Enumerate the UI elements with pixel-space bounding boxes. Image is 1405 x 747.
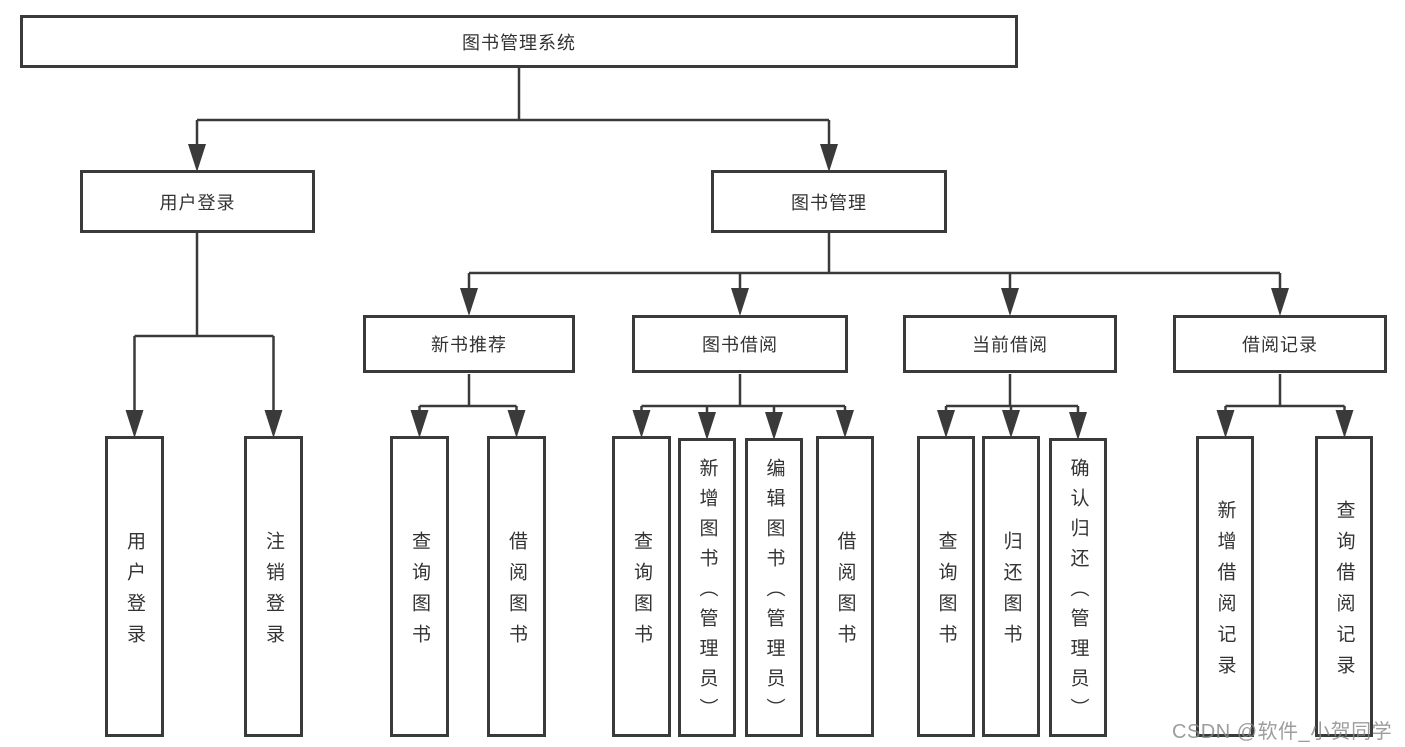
leaf-current-query-books: 查询图书	[917, 436, 975, 737]
leaf-edit-books-admin: 编辑图书（管理员）	[745, 438, 803, 737]
leaf-query-borrow-record: 查询借阅记录	[1315, 436, 1373, 737]
leaf-logout-label: 注销登录	[263, 530, 284, 655]
node-current-borrowing: 当前借阅	[903, 315, 1117, 373]
node-library-system: 图书管理系统	[20, 15, 1018, 68]
leaf-add-books-admin-label: 新增图书（管理员）	[696, 458, 718, 728]
node-book-borrowing: 图书借阅	[632, 315, 848, 373]
leaf-return-books: 归还图书	[982, 436, 1040, 737]
node-book-borrowing-label: 图书借阅	[702, 335, 778, 355]
leaf-add-books-admin: 新增图书（管理员）	[678, 438, 736, 737]
node-user-login-label: 用户登录	[159, 192, 236, 213]
watermark: CSDN @软件_小贺同学	[1172, 721, 1393, 743]
node-current-borrowing-label: 当前借阅	[972, 335, 1048, 355]
leaf-borrowing-borrow-books: 借阅图书	[816, 436, 874, 737]
leaf-borrowing-borrow-books-label: 借阅图书	[834, 530, 856, 655]
node-book-management-label: 图书管理	[791, 192, 867, 213]
leaf-user-login-label: 用户登录	[124, 530, 145, 655]
node-new-book-recommend: 新书推荐	[363, 315, 575, 373]
node-new-book-recommend-label: 新书推荐	[431, 335, 507, 355]
node-borrow-records-label: 借阅记录	[1242, 335, 1318, 355]
leaf-query-borrow-record-label: 查询借阅记录	[1333, 499, 1355, 686]
leaf-recommend-borrow-books: 借阅图书	[487, 436, 546, 737]
leaf-current-query-books-label: 查询图书	[935, 530, 957, 655]
leaf-add-borrow-record: 新增借阅记录	[1196, 436, 1254, 737]
leaf-return-books-label: 归还图书	[1000, 530, 1022, 655]
node-book-management: 图书管理	[711, 170, 947, 233]
leaf-recommend-borrow-books-label: 借阅图书	[506, 530, 527, 655]
leaf-recommend-query-books-label: 查询图书	[409, 530, 430, 655]
leaf-recommend-query-books: 查询图书	[390, 436, 449, 737]
leaf-edit-books-admin-label: 编辑图书（管理员）	[763, 458, 785, 728]
leaf-add-borrow-record-label: 新增借阅记录	[1214, 499, 1236, 686]
leaf-borrowing-query-books-label: 查询图书	[631, 530, 652, 655]
leaf-logout: 注销登录	[244, 436, 303, 737]
node-library-system-label: 图书管理系统	[462, 32, 576, 53]
leaf-borrowing-query-books: 查询图书	[612, 436, 671, 737]
leaf-user-login: 用户登录	[105, 436, 164, 737]
node-user-login: 用户登录	[80, 170, 315, 233]
leaf-confirm-return-admin-label: 确认归还（管理员）	[1067, 458, 1089, 728]
node-borrow-records: 借阅记录	[1173, 315, 1387, 373]
leaf-confirm-return-admin: 确认归还（管理员）	[1049, 438, 1107, 737]
